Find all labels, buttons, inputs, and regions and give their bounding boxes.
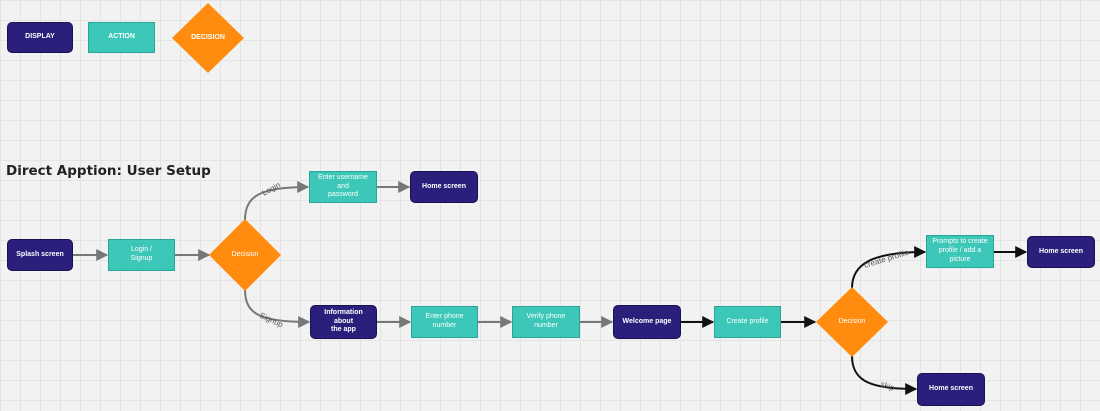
node-information-about-app[interactable]: Information about the app — [310, 305, 377, 339]
legend-display-label: DISPLAY — [25, 33, 55, 41]
node-verify-phone-number-label: Verify phone number — [526, 313, 566, 329]
node-decision-2-label: Decision — [838, 317, 866, 325]
node-home-screen-1[interactable]: Home screen — [410, 171, 478, 203]
node-prompts-create-profile[interactable]: Prompts to create profile / add a pictur… — [926, 235, 994, 268]
legend-display: DISPLAY — [7, 22, 73, 53]
node-home-screen-1-label: Home screen — [422, 182, 466, 190]
edge-label-skip: skip — [879, 379, 896, 393]
edge-decision-to-prompts — [851, 246, 927, 289]
node-home-screen-2-label: Home screen — [1039, 247, 1083, 255]
node-splash-screen-label: Splash screen — [16, 250, 64, 258]
node-enter-credentials-label: Enter username and password — [318, 173, 368, 199]
node-welcome-page[interactable]: Welcome page — [613, 305, 681, 339]
node-splash-screen[interactable]: Splash screen — [7, 239, 73, 271]
node-welcome-page-label: Welcome page — [622, 317, 672, 325]
edge-decision-to-credentials — [244, 181, 310, 221]
edge-label-login: Login — [261, 180, 282, 198]
node-enter-phone-number-label: Enter phone number — [425, 313, 464, 329]
node-information-about-app-label: Information about the app — [324, 308, 363, 334]
node-prompts-create-profile-label: Prompts to create profile / add a pictur… — [932, 238, 988, 263]
node-login-signup[interactable]: Login / Signup — [108, 239, 175, 271]
legend-action: ACTION — [88, 22, 155, 53]
node-enter-credentials[interactable]: Enter username and password — [309, 171, 377, 203]
edge-decision-to-home-skip — [851, 355, 918, 395]
node-decision-1-label: Decision — [231, 250, 259, 258]
legend-decision: DECISION — [172, 3, 244, 73]
node-decision-1[interactable]: Decision — [209, 219, 281, 291]
legend-decision-label: DECISION — [191, 33, 225, 41]
node-home-screen-3[interactable]: Home screen — [917, 373, 985, 406]
node-decision-2[interactable]: Decision — [816, 287, 888, 357]
node-create-profile[interactable]: Create profile — [714, 306, 781, 338]
edge-label-create-profile: create profile — [863, 248, 910, 270]
node-create-profile-label: Create profile — [726, 317, 769, 325]
edge-label-signup: Signup — [258, 311, 285, 330]
node-login-signup-label: Login / Signup — [130, 246, 153, 262]
legend-action-label: ACTION — [108, 33, 135, 41]
node-verify-phone-number[interactable]: Verify phone number — [512, 306, 580, 338]
page-title: Direct Apption: User Setup — [6, 163, 211, 179]
edge-decision-to-info — [244, 289, 311, 328]
node-home-screen-2[interactable]: Home screen — [1027, 236, 1095, 268]
node-enter-phone-number[interactable]: Enter phone number — [411, 306, 478, 338]
node-home-screen-3-label: Home screen — [929, 385, 973, 393]
